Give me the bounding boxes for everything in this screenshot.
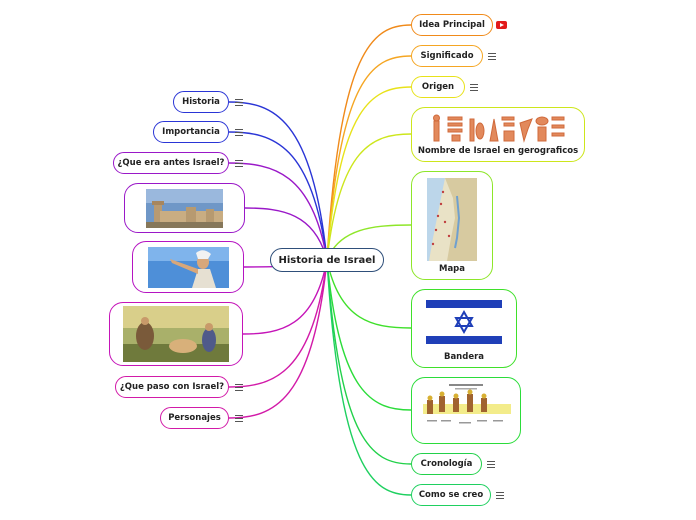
left-connector — [228, 259, 328, 419]
youtube-icon[interactable] — [496, 21, 507, 29]
topic-label: Idea Principal — [419, 20, 485, 30]
left-connector — [228, 162, 328, 261]
topic-biblical-image[interactable] — [109, 302, 243, 366]
topic-prophet-image[interactable] — [132, 241, 244, 293]
topic-label: Bandera — [443, 352, 485, 362]
topic-historia[interactable]: Historia — [173, 91, 229, 113]
topic-city-image[interactable] — [124, 183, 245, 233]
central-topic-label: Historia de Israel — [278, 254, 376, 266]
city-walls-image — [146, 188, 223, 228]
topic-importancia[interactable]: Importancia — [153, 121, 229, 143]
timeline-chart — [419, 381, 513, 440]
prophet-image — [147, 246, 229, 288]
topic-label: Nombre de Israel en gerograficos — [417, 146, 579, 156]
topic-label: ¿Que paso con Israel? — [119, 382, 225, 392]
right-connector — [326, 24, 412, 261]
israel-map-image — [427, 177, 477, 261]
hieroglyphs — [428, 113, 568, 143]
biblical-scene-painting — [123, 306, 229, 362]
topic-que-era-antes[interactable]: ¿Que era antes Israel? — [113, 152, 229, 174]
topic-label: Historia — [182, 97, 220, 107]
topic-label: Como se creo — [418, 490, 484, 500]
topic-label: Cronología — [420, 459, 473, 469]
topic-como-se-creo[interactable]: Como se creo — [411, 484, 491, 506]
topic-label: ¿Que era antes Israel? — [117, 158, 225, 168]
note-icon[interactable] — [470, 83, 478, 91]
city-walls-photo — [146, 188, 223, 228]
left-connector — [228, 259, 328, 388]
hieroglyphs-image — [433, 114, 565, 143]
central-topic[interactable]: Historia de Israel — [270, 248, 384, 272]
topic-label: Personajes — [168, 413, 221, 423]
right-connector — [326, 259, 412, 496]
note-icon[interactable] — [235, 414, 243, 422]
topic-significado[interactable]: Significado — [411, 45, 483, 67]
note-icon[interactable] — [487, 460, 495, 468]
prophet-painting — [147, 246, 229, 288]
topic-origen[interactable]: Origen — [411, 76, 465, 98]
note-icon[interactable] — [235, 128, 243, 136]
right-connector — [326, 259, 412, 411]
topic-label: Mapa — [438, 263, 465, 274]
left-connector — [228, 131, 328, 261]
topic-cronologia[interactable]: Cronología — [411, 453, 482, 475]
timeline-image — [419, 381, 513, 440]
topic-timeline-image[interactable] — [411, 377, 521, 444]
biblical-scene-image — [123, 306, 229, 362]
israel-map — [427, 177, 477, 261]
note-icon[interactable] — [496, 491, 504, 499]
right-connector — [326, 259, 412, 329]
topic-label: Importancia — [162, 127, 220, 137]
right-connector — [326, 55, 412, 261]
left-connector — [244, 207, 328, 261]
israel-flag — [426, 295, 502, 349]
note-icon[interactable] — [488, 52, 496, 60]
topic-mapa[interactable]: Mapa — [411, 171, 493, 280]
right-connector — [326, 259, 412, 465]
note-icon[interactable] — [235, 98, 243, 106]
topic-idea-principal[interactable]: Idea Principal — [411, 14, 493, 36]
israel-flag-image — [426, 295, 502, 349]
topic-que-paso[interactable]: ¿Que paso con Israel? — [115, 376, 229, 398]
note-icon[interactable] — [235, 383, 243, 391]
left-connector — [228, 101, 328, 261]
note-icon[interactable] — [235, 159, 243, 167]
topic-label: Significado — [420, 51, 474, 61]
topic-bandera[interactable]: Bandera — [411, 289, 517, 368]
left-connector — [242, 259, 328, 335]
topic-label: Origen — [421, 82, 455, 92]
right-connector — [326, 133, 412, 261]
topic-nombre-jeroglificos[interactable]: Nombre de Israel en gerograficos — [411, 107, 585, 162]
right-connector — [326, 86, 412, 261]
topic-personajes[interactable]: Personajes — [160, 407, 229, 429]
